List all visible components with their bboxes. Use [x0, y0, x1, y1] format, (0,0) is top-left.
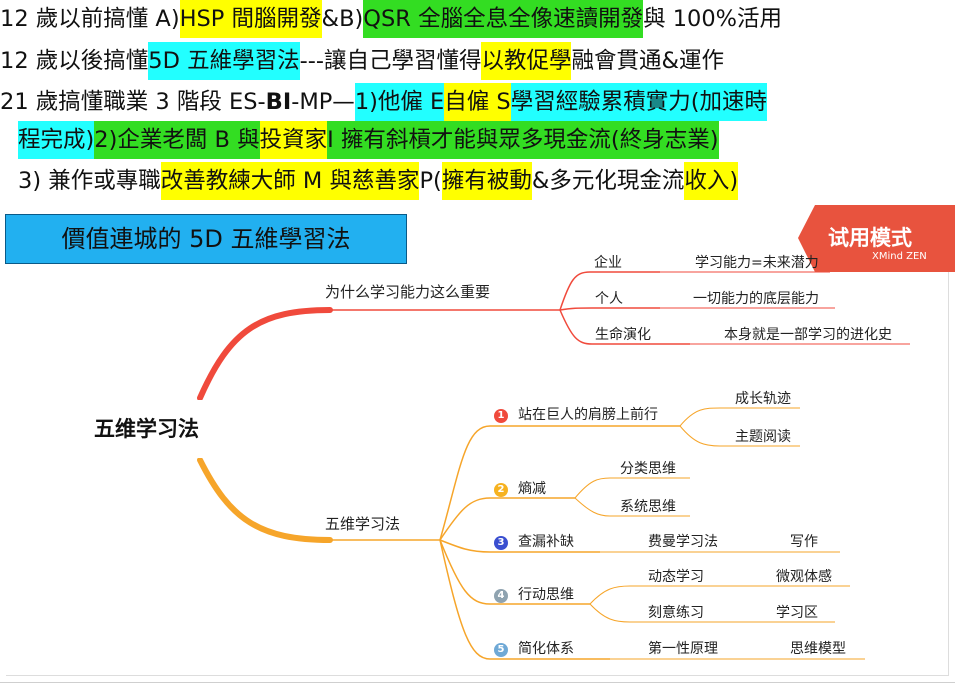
number-badge-1: 1 — [494, 409, 508, 423]
branch2-item-4[interactable]: 4 行动思维 — [494, 584, 574, 604]
highlight-yellow: 自僱 S — [444, 83, 511, 121]
branch1-detail-qiye[interactable]: 学习能力=未来潜力 — [695, 255, 819, 271]
highlight-cyan: 程完成) — [18, 121, 95, 159]
text-segment: &B) — [321, 6, 364, 32]
bottom-divider — [0, 682, 955, 683]
connector-4-b — [589, 603, 835, 623]
branch2-item-1-sub-1[interactable]: 成长轨迹 — [735, 391, 791, 407]
connector-1-a — [679, 407, 800, 427]
bold-text: BI — [265, 89, 292, 115]
item-label: 行动思维 — [518, 587, 574, 603]
branch2-item-2-sub-2[interactable]: 系统思维 — [620, 499, 676, 515]
connector-4-a — [589, 585, 850, 605]
number-badge-5: 5 — [494, 643, 508, 657]
item-label: 简化体系 — [518, 641, 574, 657]
connector-root-branch1 — [197, 307, 333, 401]
highlight-yellow: 擁有被動 — [441, 162, 532, 200]
branch2-item-5[interactable]: 5 简化体系 — [494, 638, 574, 658]
header-line-5: 3) 兼作或專職改善教練大師 M 與慈善家 P(擁有被動&多元化現金流收入) — [18, 162, 739, 200]
text-segment: 3) 兼作或專職 — [18, 168, 161, 194]
connector-2-b — [574, 497, 690, 517]
number-badge-4: 4 — [494, 589, 508, 603]
highlight-green: 2)企業老闆 B 與 — [94, 121, 260, 159]
connector-shengming — [559, 309, 690, 345]
connector-b2-5 — [439, 539, 610, 660]
branch2-item-2-sub-1[interactable]: 分类思维 — [620, 461, 676, 477]
text-segment: 與 100%活用 — [643, 6, 783, 32]
header-line-4: 程完成) 2)企業老闆 B 與投資家 I 擁有斜槓才能與眾多現金流(終身志業) — [18, 121, 719, 159]
connector-b2-4 — [439, 539, 590, 605]
branch2-item-4-sub-2[interactable]: 微观体感 — [776, 569, 832, 585]
branch2-item-1-sub-2[interactable]: 主题阅读 — [735, 429, 791, 445]
mindmap-root[interactable]: 五维学习法 — [62, 400, 252, 458]
text-segment: 12 歲以前搞懂 A) — [0, 6, 180, 32]
branch2-item-5-sub-1[interactable]: 第一性原理 — [648, 641, 718, 657]
branch2-item-3-sub-2[interactable]: 写作 — [790, 534, 818, 550]
branch2-item-3-sub-1[interactable]: 费曼学习法 — [648, 534, 718, 550]
branch1-detail-geren[interactable]: 一切能力的底层能力 — [693, 291, 819, 307]
branch2-item-5-sub-2[interactable]: 思维模型 — [790, 641, 846, 657]
text-segment: 融會貫通&運作 — [571, 48, 725, 74]
item-label: 熵减 — [518, 481, 546, 497]
trial-mode-label: 试用模式 — [828, 226, 912, 250]
text-segment: -MP— — [291, 89, 355, 115]
text-segment: 12 歲以後搞懂 — [0, 48, 149, 74]
connector-qiye — [559, 271, 660, 311]
text-segment: &多元化現金流 — [531, 168, 685, 194]
highlight-yellow: 收入) — [684, 162, 739, 200]
connector-geren — [559, 307, 660, 311]
item-label: 查漏补缺 — [518, 534, 574, 550]
item-label: 站在巨人的肩膀上前行 — [518, 407, 658, 423]
branch1-child-shengming[interactable]: 生命演化 — [595, 327, 651, 343]
branch1-label[interactable]: 为什么学习能力这么重要 — [325, 283, 491, 301]
highlight-yellow: 改善教練大師 M 與慈善家 — [160, 162, 420, 200]
branch2-item-2[interactable]: 2 熵减 — [494, 478, 546, 498]
connector-b2-2 — [439, 497, 575, 541]
connector-1-b — [679, 425, 800, 447]
connector-b2-1 — [439, 425, 680, 541]
text-segment: ---讓自己學習懂得 — [299, 48, 482, 74]
text-segment: P( — [419, 168, 442, 194]
xmind-logo: XMind ZEN — [872, 251, 927, 262]
branch1-child-qiye[interactable]: 企业 — [594, 255, 622, 271]
branch2-item-4-sub-1[interactable]: 动态学习 — [648, 569, 704, 585]
connector-b2-3 — [439, 539, 600, 553]
branch2-item-4-sub-4[interactable]: 学习区 — [776, 605, 818, 621]
highlight-green: QSR 全腦全息全像速讀開發 — [363, 0, 644, 38]
text-segment: 21 歲搞懂職業 3 階段 ES- — [0, 89, 266, 115]
branch2-label[interactable]: 五维学习法 — [325, 515, 401, 533]
branch1-child-geren[interactable]: 个人 — [595, 291, 623, 307]
header-line-3: 21 歲搞懂職業 3 階段 ES-BI-MP—1)他僱 E 自僱 S 學習經驗累… — [0, 83, 767, 121]
highlight-yellow: 投資家 — [259, 121, 328, 159]
header-line-1: 12 歲以前搞懂 A)HSP 間腦開發&B)QSR 全腦全息全像速讀開發與 10… — [0, 0, 782, 38]
highlight-green: I 擁有斜槓才能與眾多現金流(終身志業) — [327, 121, 719, 159]
title-box: 價值連城的 5D 五維學習法 — [5, 214, 407, 264]
number-badge-2: 2 — [494, 483, 508, 497]
highlight-cyan: 學習經驗累積實力(加速時 — [510, 83, 767, 121]
branch2-item-4-sub-3[interactable]: 刻意练习 — [648, 605, 704, 621]
branch1-detail-shengming[interactable]: 本身就是一部学习的进化史 — [724, 327, 892, 343]
highlight-yellow: HSP 間腦開發 — [179, 0, 322, 38]
highlight-yellow: 以教促學 — [481, 42, 572, 80]
highlight-cyan: 1)他僱 E — [354, 83, 445, 121]
connector-root-branch2 — [197, 457, 333, 543]
trial-ribbon-shape — [798, 205, 955, 272]
number-badge-3: 3 — [494, 536, 508, 550]
header-line-2: 12 歲以後搞懂 5D 五維學習法---讓自己學習懂得以教促學融會貫通&運作 — [0, 42, 724, 80]
highlight-cyan: 5D 五維學習法 — [148, 42, 300, 80]
branch2-item-3[interactable]: 3 查漏补缺 — [494, 531, 574, 551]
branch2-item-1[interactable]: 1 站在巨人的肩膀上前行 — [494, 404, 658, 424]
connector-2-a — [574, 477, 690, 499]
